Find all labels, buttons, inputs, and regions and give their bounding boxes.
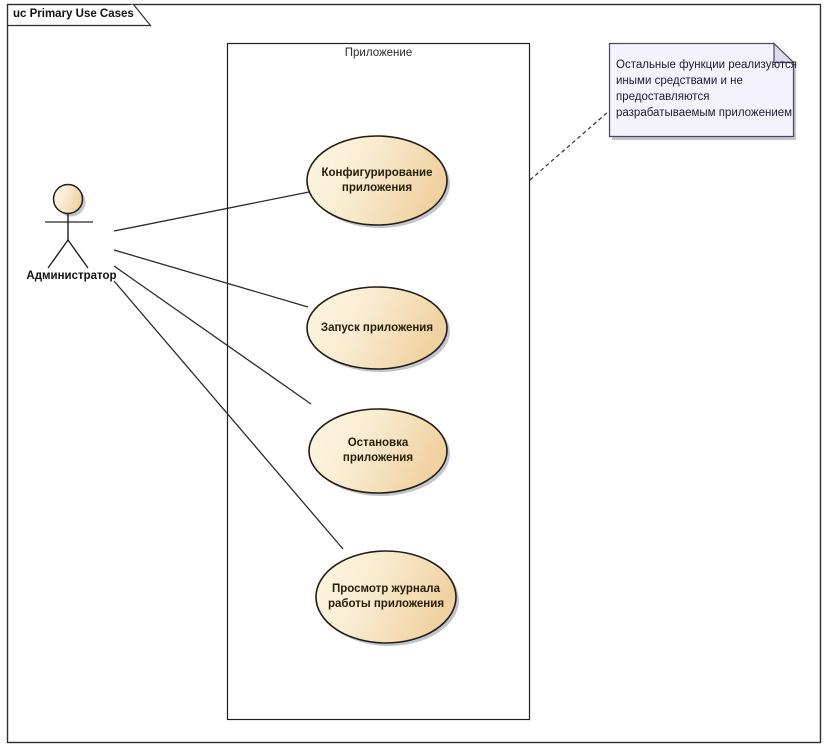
association-start[interactable] bbox=[113, 249, 309, 308]
note-text-line: предоставляются bbox=[616, 91, 710, 103]
frame-tab bbox=[7, 4, 152, 27]
use-case-stop-shape[interactable] bbox=[308, 408, 450, 496]
actor-figure[interactable] bbox=[45, 183, 93, 269]
frame-title: uc Primary Use Cases bbox=[13, 8, 134, 20]
use-case-stop-label: Остановка приложения bbox=[342, 437, 414, 464]
actor-label: Администратор bbox=[26, 270, 117, 282]
use-case-viewlog-label: Просмотр журнала работы приложения bbox=[327, 583, 445, 610]
use-case-configure-label: Конфигурирование приложения bbox=[321, 166, 433, 194]
association-configure[interactable] bbox=[113, 191, 310, 232]
actor-right-leg bbox=[67, 239, 89, 269]
use-case-viewlog-shape[interactable] bbox=[315, 550, 459, 646]
association-stop[interactable] bbox=[113, 265, 312, 405]
system-boundary-label: Приложение bbox=[344, 47, 413, 59]
use-case-configure-shape[interactable] bbox=[306, 135, 450, 228]
use-case-start-label: Запуск приложения bbox=[320, 321, 434, 334]
use-case-start-shape[interactable] bbox=[306, 286, 450, 372]
note-shape[interactable] bbox=[608, 42, 797, 141]
note-connector-line[interactable] bbox=[529, 110, 610, 181]
note-text-line: иными средствами и не bbox=[616, 75, 743, 87]
note-text: Остальные функции реализуются иными сред… bbox=[616, 57, 797, 121]
note-text-line: разрабатываемым приложением bbox=[616, 107, 793, 119]
note-fold-corner-icon bbox=[773, 42, 795, 64]
note-text-line: Остальные функции реализуются bbox=[616, 59, 797, 71]
actor-left-leg bbox=[47, 239, 69, 269]
association-viewlog[interactable] bbox=[113, 280, 344, 550]
note-body bbox=[608, 42, 795, 138]
actor-head bbox=[52, 183, 84, 215]
